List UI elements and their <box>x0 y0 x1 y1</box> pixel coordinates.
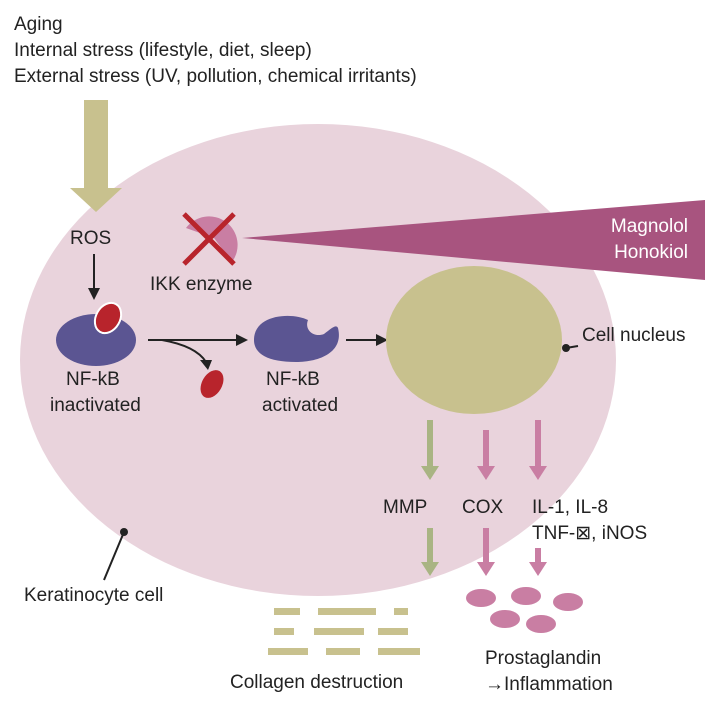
cytokines-line2: TNF-⊠, iNOS <box>532 523 647 544</box>
mmp-arrow-top <box>421 420 439 480</box>
cytokine-arrow-bottom <box>529 548 547 576</box>
magnolol-label: Magnolol <box>611 216 688 237</box>
keratinocyte-label: Keratinocyte cell <box>24 585 163 606</box>
prostaglandin-line2: →Inflammation <box>485 674 613 695</box>
external-stress-label: External stress (UV, pollution, chemical… <box>14 66 417 87</box>
collagen-fragments-icon <box>268 608 420 655</box>
ros-to-nfkb-arrow <box>88 254 100 300</box>
prostaglandin-line1: Prostaglandin <box>485 648 601 669</box>
nfkb-inactive-icon <box>56 301 136 366</box>
activation-arrow <box>148 334 248 370</box>
cell-nucleus <box>386 266 562 414</box>
cell-nucleus-label: Cell nucleus <box>582 325 686 346</box>
collagen-label: Collagen destruction <box>230 672 403 693</box>
inhibitor-wedge <box>242 200 705 280</box>
aging-label: Aging <box>14 14 63 35</box>
nfkb-active-icon <box>254 315 339 362</box>
cytokines-line1: IL-1, IL-8 <box>532 497 608 518</box>
stress-arrow <box>70 100 122 212</box>
prostaglandin-icon <box>466 587 583 633</box>
mmp-arrow-bottom <box>421 528 439 576</box>
cytokine-arrow-top <box>529 420 547 480</box>
nfkb-active-line2: activated <box>262 395 338 416</box>
honokiol-label: Honokiol <box>614 242 688 263</box>
keratinocyte-pointer <box>103 528 128 581</box>
to-nucleus-arrow <box>346 334 388 346</box>
ikk-enzyme-label: IKK enzyme <box>150 274 252 295</box>
ros-label: ROS <box>70 228 111 249</box>
nfkb-active-line1: NF-kB <box>266 369 320 390</box>
nfkb-inactive-line1: NF-kB <box>66 369 120 390</box>
mmp-label: MMP <box>383 497 427 518</box>
nfkb-inactive-line2: inactivated <box>50 395 141 416</box>
ikk-enzyme-blocked-icon <box>182 212 238 266</box>
internal-stress-label: Internal stress (lifestyle, diet, sleep) <box>14 40 312 61</box>
cox-label: COX <box>462 497 504 518</box>
cell-nucleus-pointer <box>562 344 579 352</box>
cox-arrow-bottom <box>477 528 495 576</box>
released-subunit-icon <box>200 370 224 398</box>
cox-arrow-top <box>477 430 495 480</box>
